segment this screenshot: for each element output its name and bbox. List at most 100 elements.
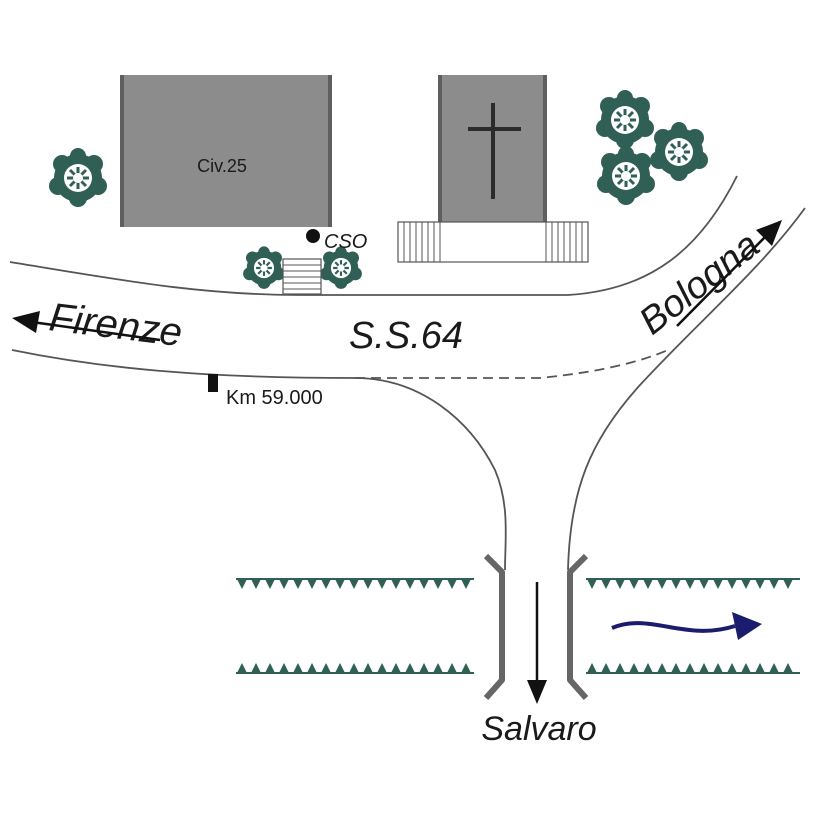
firenze-arrow-line	[31, 320, 161, 342]
river-bank-tooth	[461, 579, 471, 589]
river-bank-tooth	[237, 579, 247, 589]
river-bank-tooth	[587, 579, 597, 589]
road-south-east-edge	[567, 207, 806, 571]
river-bank-tooth	[419, 579, 429, 589]
river-bank-tooth	[741, 663, 751, 673]
river-bank-tooth	[237, 663, 247, 673]
river-bank-tooth	[265, 663, 275, 673]
river-bank-tooth	[307, 579, 317, 589]
bush-icon	[594, 88, 656, 151]
bologna-label: Bologna	[632, 224, 768, 343]
river-bank-tooth	[419, 663, 429, 673]
river-bank-tooth	[685, 579, 695, 589]
arrow-down-icon	[527, 680, 547, 704]
river-bank-tooth	[727, 663, 737, 673]
road-lines	[9, 175, 806, 571]
road-north-edge	[9, 175, 738, 296]
river-bank-tooth	[363, 579, 373, 589]
cso-label: CSO	[324, 231, 367, 253]
road-south-west-edge	[11, 349, 507, 571]
river-bank-tooth	[601, 579, 611, 589]
river-bank-tooth	[755, 579, 765, 589]
river-bank-tooth	[391, 663, 401, 673]
river-bank-tooth	[657, 579, 667, 589]
cross-icon	[468, 103, 521, 199]
river-bank-tooth	[321, 663, 331, 673]
river-bank-tooth	[447, 663, 457, 673]
river-bank-tooth	[391, 579, 401, 589]
civic-building-25: Civ.25	[120, 75, 332, 227]
river-bank-tooth	[685, 663, 695, 673]
bush-icon	[242, 245, 286, 290]
water-flow-arrow-icon	[611, 612, 762, 640]
arrow-left-icon	[12, 311, 40, 333]
river-bank-tooth	[251, 663, 261, 673]
river-bank-tooth	[755, 663, 765, 673]
river-bank-tooth	[629, 579, 639, 589]
river-bank-tooth	[671, 579, 681, 589]
river-bank-tooth	[587, 663, 597, 673]
river-bank-tooth	[405, 663, 415, 673]
river-bank-tooth	[293, 579, 303, 589]
river-bank-tooth	[433, 579, 443, 589]
river-bank-tooth	[265, 579, 275, 589]
river-bank-tooth	[293, 663, 303, 673]
river-bank-tooth	[643, 663, 653, 673]
river-bank-tooth	[321, 579, 331, 589]
river-north-bank	[236, 578, 800, 589]
bologna-arrow-line	[676, 233, 769, 327]
river-bank-tooth	[335, 663, 345, 673]
river-bank-tooth	[657, 663, 667, 673]
river-bank-tooth	[461, 663, 471, 673]
river-bank-tooth	[699, 663, 709, 673]
bush-icon	[648, 120, 710, 183]
river-bank-tooth	[769, 663, 779, 673]
entrance-steps	[282, 258, 322, 295]
river-bank-tooth	[741, 579, 751, 589]
river-bank-tooth	[433, 663, 443, 673]
bridge-rail-west	[483, 553, 505, 700]
bush-icon	[47, 146, 109, 209]
river-bank-tooth	[307, 663, 317, 673]
salvaro-label: Salvaro	[481, 710, 596, 748]
firenze-label: Firenze	[47, 295, 185, 355]
km-marker-post	[208, 374, 218, 392]
road-junction-dashed	[355, 349, 669, 379]
bridge-rail-east	[567, 553, 589, 700]
river-bank-tooth	[377, 663, 387, 673]
river-bank-tooth	[363, 663, 373, 673]
firenze-direction: Firenze	[12, 295, 185, 355]
river-bank-tooth	[349, 663, 359, 673]
river-bank-tooth	[279, 579, 289, 589]
river-bank-tooth	[713, 579, 723, 589]
cso-point-icon	[306, 229, 320, 243]
km-marker-label: Km 59.000	[226, 387, 323, 409]
river-bank-tooth	[629, 663, 639, 673]
river-bank-tooth	[643, 579, 653, 589]
bridge-rails	[483, 553, 589, 700]
river-bank-tooth	[699, 579, 709, 589]
river-bank-tooth	[279, 663, 289, 673]
river-bank-tooth	[727, 579, 737, 589]
building-label: Civ.25	[197, 156, 247, 176]
river-bank-tooth	[615, 579, 625, 589]
river-bank-tooth	[251, 579, 261, 589]
river-bank-tooth	[769, 579, 779, 589]
river-bank-tooth	[405, 579, 415, 589]
salvaro-direction: Salvaro	[481, 582, 597, 748]
river-bank-tooth	[447, 579, 457, 589]
river-bank-tooth	[335, 579, 345, 589]
river-bank-tooth	[615, 663, 625, 673]
river-bank-tooth	[377, 579, 387, 589]
river-south-bank	[236, 663, 800, 674]
road-name: S.S.64	[349, 315, 463, 357]
bologna-direction: Bologna	[632, 220, 782, 343]
river-bank-tooth	[713, 663, 723, 673]
river-bank-tooth	[783, 663, 793, 673]
river-bank-tooth	[601, 663, 611, 673]
arrow-up-right-icon	[756, 220, 782, 246]
church-building	[397, 75, 589, 263]
church-steps	[397, 221, 589, 263]
